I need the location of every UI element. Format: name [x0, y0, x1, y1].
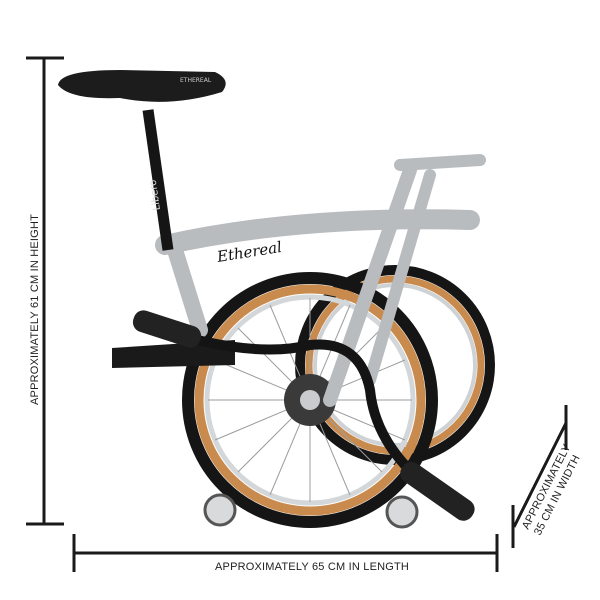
height-dimension-line [26, 56, 64, 526]
width-dimension-line [511, 405, 568, 548]
crank-arm [112, 340, 235, 368]
length-dimension-line [72, 534, 499, 572]
saddle-brand-text: ETHEREAL [180, 77, 212, 84]
saddle [58, 70, 226, 102]
length-label: APPROXIMATELY 65 CM IN LENGTH [215, 561, 409, 573]
front-wheel [182, 272, 438, 528]
right-grip [400, 461, 475, 521]
left-grip [132, 310, 202, 348]
roller-wheels [203, 493, 419, 529]
seatpost-text: Libero [148, 179, 163, 211]
height-label: APPROXIMATELY 61 CM IN HEIGHT [29, 214, 41, 405]
seatpost [142, 109, 174, 251]
handlebar [140, 320, 425, 485]
bike-frame [155, 154, 486, 407]
